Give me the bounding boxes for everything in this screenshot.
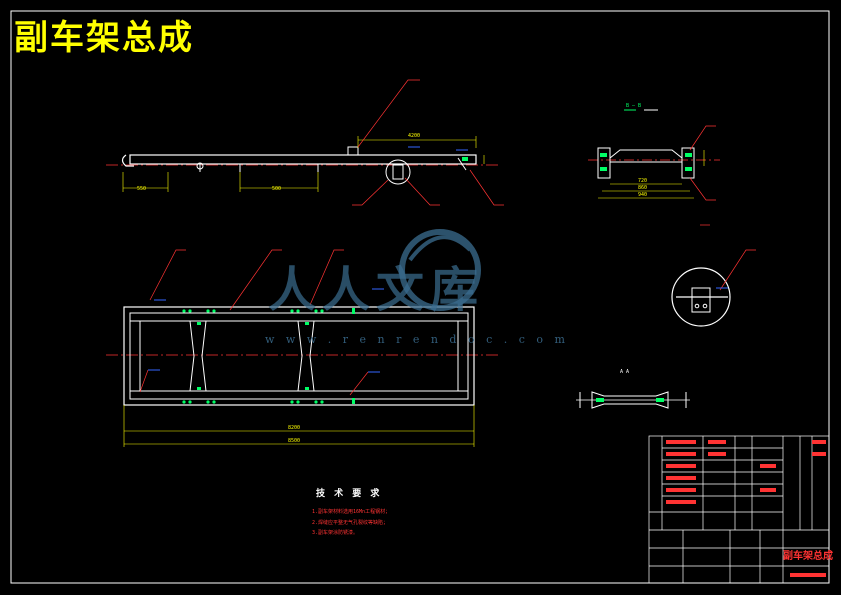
dim-section-3: 940: [638, 192, 648, 198]
side-leaders: [352, 79, 504, 206]
section-aa-view: [576, 391, 690, 409]
requirement-2: 2.焊缝应平整无气孔裂纹等缺陷；: [312, 520, 389, 526]
detail-circle-view: [671, 224, 756, 327]
title-block: [648, 435, 830, 584]
dim-mid: 500: [272, 186, 282, 192]
plan-leaders: [139, 249, 369, 396]
watermark-url: w w w . r e n r e n d o c . c o m: [265, 333, 569, 346]
dim-section-1: 720: [638, 178, 648, 184]
detail-bracket-side: [392, 164, 404, 180]
side-elevation-view: [106, 79, 504, 206]
plan-cross-member-2: [297, 320, 315, 392]
section-right-rail: [681, 147, 695, 179]
section-bb-label: B — B: [626, 103, 642, 109]
dim-bottom-1: 8200: [288, 425, 301, 431]
plan-bottom-rail: [129, 390, 469, 400]
plan-front-cross: [129, 320, 141, 392]
dim-bottom-2: 8500: [288, 438, 301, 444]
side-beam: [129, 154, 477, 165]
requirement-1: 1.副车架材料选用16Mn工程钢材；: [312, 509, 391, 515]
side-bracket: [347, 146, 359, 156]
section-aa-label: A A: [620, 369, 630, 375]
side-dimensions: [122, 136, 485, 192]
plan-cross-member-1: [189, 320, 207, 392]
side-green-marks: [462, 157, 468, 161]
plan-blue-marks: [148, 288, 384, 373]
watermark-logo: [399, 229, 481, 311]
dim-top: 4200: [408, 133, 421, 139]
side-blue-marks: [408, 146, 468, 151]
plan-rear-cross: [457, 320, 469, 392]
plan-green-bolts: [182, 308, 355, 404]
requirement-3: 3.副车架涂防锈漆。: [312, 530, 359, 536]
section-left-rail: [597, 147, 611, 179]
plan-dimensions: [123, 405, 475, 447]
section-bb-view: [588, 109, 720, 201]
dim-left: 550: [137, 186, 147, 192]
frame-border: [10, 10, 830, 584]
detail-circle-side: [385, 159, 411, 185]
drawing-title: 副车架总成: [14, 18, 194, 58]
plan-outer: [123, 306, 475, 406]
dim-section-2: 860: [638, 185, 648, 191]
watermark-chinese: 人人文库: [268, 262, 485, 318]
side-beam-front-hook: [121, 154, 134, 167]
title-block-red-entries: [666, 440, 826, 577]
plan-view: [106, 249, 498, 447]
title-block-name: 副车架总成: [783, 551, 833, 562]
technical-requirements-title: 技 术 要 求: [316, 489, 383, 499]
section-cross: [609, 149, 683, 159]
side-mounts: [196, 157, 467, 172]
